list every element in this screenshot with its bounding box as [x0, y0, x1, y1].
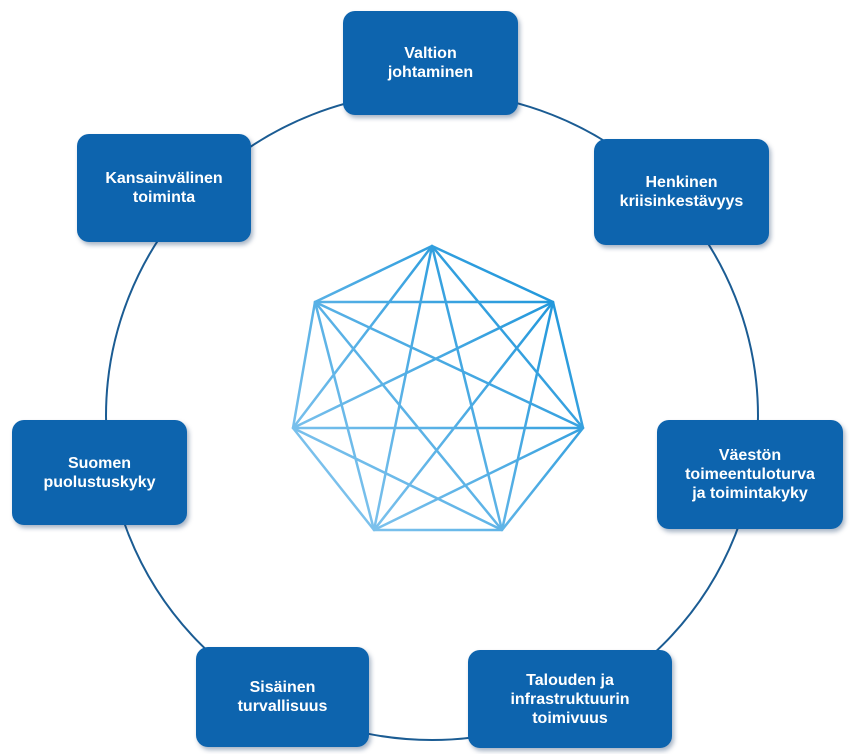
- node-vaeston-toimeentuloturva: Väestön toimeentuloturva ja toimintakyky: [657, 420, 843, 529]
- node-henkinen-kriisinkestavyys: Henkinen kriisinkestävyys: [594, 139, 769, 245]
- heptagram-star-inner: [291, 244, 585, 532]
- node-suomen-puolustuskyky: Suomen puolustuskyky: [12, 420, 187, 525]
- node-talouden-infrastruktuurin-toimivuus: Talouden ja infrastruktuurin toimivuus: [468, 650, 672, 748]
- node-kansainvalinen-toiminta: Kansainvälinen toiminta: [77, 134, 251, 242]
- node-sisainen-turvallisuus: Sisäinen turvallisuus: [196, 647, 369, 747]
- node-valtion-johtaminen: Valtion johtaminen: [343, 11, 518, 115]
- heptagram-star-outer: [291, 244, 585, 532]
- heptagram-icon: [291, 244, 585, 532]
- heptagon-outline: [291, 244, 585, 532]
